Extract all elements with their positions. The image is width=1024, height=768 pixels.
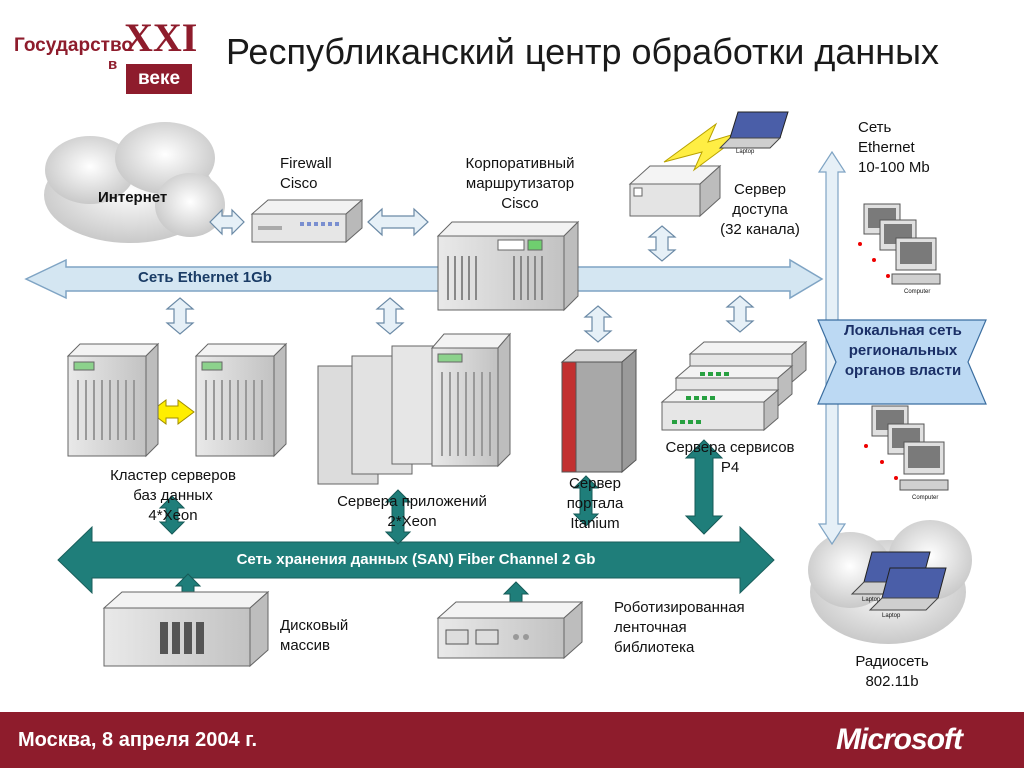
regional-lan-label-1: Локальная сеть <box>844 322 962 339</box>
disk-array <box>102 590 270 668</box>
link-arrow-services <box>725 295 755 333</box>
app-servers-label-2: 2*Xeon <box>387 513 437 530</box>
san-arrow-app <box>384 489 412 545</box>
link-arrow-portal <box>583 305 613 343</box>
app-servers-label-1: Сервера приложений <box>337 493 487 510</box>
computer-tag-bottom: Computer <box>912 495 939 501</box>
db-cluster-label-1: Кластер серверов <box>110 467 236 484</box>
router-label-3: Cisco <box>501 195 539 212</box>
db-cluster-label-3: 4*Xeon <box>148 507 198 524</box>
san-arrow-portal <box>572 475 600 527</box>
laptop-tag-radio-1: Laptop <box>862 597 881 603</box>
router-label-1: Корпоративный <box>465 155 575 172</box>
tape-library-label-3: библиотека <box>614 639 695 656</box>
link-arrow-db <box>165 297 195 335</box>
firewall-label-2: Cisco <box>280 175 318 192</box>
access-server-label-1: Сервер <box>733 181 786 198</box>
radio-net-label-2: 802.11b <box>865 673 919 690</box>
firewall-label-1: Firewall <box>280 155 332 172</box>
radio-laptops <box>850 551 947 611</box>
tape-library-label-1: Роботизированная <box>614 599 745 616</box>
portal-label-2: портала <box>566 495 624 512</box>
regional-lan-label-3: органов власти <box>844 362 962 379</box>
regional-lan-box <box>817 319 987 405</box>
disk-array-label-2: массив <box>280 637 331 654</box>
portal-label-1: Сервер <box>568 475 621 492</box>
san-label: Сеть хранения данных (SAN) Fiber Channel… <box>236 551 596 568</box>
firewall-device <box>250 198 364 244</box>
ethernet-local-label-1: Сеть <box>858 119 892 136</box>
internet-cloud <box>44 122 225 243</box>
link-arrow-firewall-router <box>367 207 429 237</box>
access-server-label-3: (32 канала) <box>720 221 800 238</box>
db-server-2 <box>194 342 288 458</box>
page-title: Республиканский центр обработки данных <box>226 31 940 72</box>
ethernet-1gb-label: Сеть Ethernet 1Gb <box>138 269 272 286</box>
regional-lan-label-2: региональных <box>848 342 958 359</box>
laptop-tag-top: Laptop <box>736 149 755 155</box>
access-server-label-2: доступа <box>732 201 788 218</box>
internet-label: Интернет <box>98 189 168 206</box>
service-servers <box>660 340 808 432</box>
db-cluster-label-2: баз данных <box>133 487 213 504</box>
logo-text: Государство <box>14 35 133 56</box>
tape-library <box>436 600 584 660</box>
laptop-tag-radio-2: Laptop <box>882 613 901 619</box>
computers-group-bottom <box>864 405 949 491</box>
logo-preposition: в <box>108 56 118 73</box>
service-servers-label-1: Сервера сервисов <box>665 439 795 456</box>
ethernet-local-label-2: Ethernet <box>858 139 915 156</box>
service-servers-label-2: P4 <box>720 459 740 476</box>
link-arrow-internet-firewall <box>209 208 245 236</box>
footer-date: Москва, 8 апреля 2004 г. <box>18 729 258 751</box>
logo-roman-numeral: XXI <box>124 15 198 60</box>
microsoft-logo: Microsoft <box>836 723 963 756</box>
computer-tag-top: Computer <box>904 289 931 295</box>
db-server-1 <box>66 342 160 458</box>
footer-bar <box>0 712 1024 768</box>
laptop-top <box>718 111 789 149</box>
disk-array-label-1: Дисковый <box>280 617 349 634</box>
radio-net-label-1: Радиосеть <box>855 653 929 670</box>
computers-group-top <box>858 203 941 285</box>
access-server-device <box>628 164 722 218</box>
portal-server <box>560 348 638 474</box>
link-arrow-access <box>647 225 677 262</box>
logo-veke: веке <box>126 64 192 94</box>
app-server-stack <box>317 332 512 485</box>
link-arrow-app <box>375 297 405 335</box>
san-arrow-services <box>684 439 724 535</box>
router-device <box>436 220 580 312</box>
tape-library-label-2: ленточная <box>614 619 687 636</box>
router-label-2: маршрутизатор <box>465 175 575 192</box>
cluster-heartbeat-arrow <box>149 399 195 425</box>
ethernet-local-label-3: 10-100 Mb <box>858 159 930 176</box>
san-arrow-db <box>158 495 186 535</box>
san-bar <box>57 525 775 595</box>
ethernet-1gb-bar <box>24 258 824 300</box>
portal-label-3: Itanium <box>570 515 620 532</box>
